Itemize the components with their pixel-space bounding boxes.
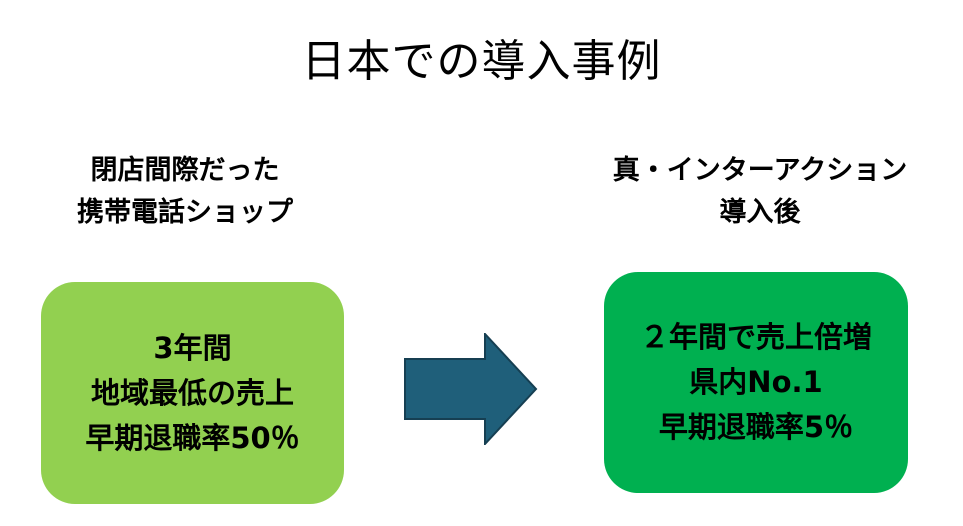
before-box: 3年間 地域最低の売上 早期退職率50％: [41, 282, 344, 504]
after-heading-line-1: 真・インターアクション: [612, 155, 908, 186]
after-box-line-2: 県内No.1: [689, 365, 823, 399]
after-box-line-3: 早期退職率5％: [658, 410, 854, 444]
before-box-line-2: 地域最低の売上: [90, 375, 294, 410]
after-heading: 真・インターアクション 導入後: [570, 150, 950, 234]
before-heading-line-2: 携帯電話ショップ: [77, 197, 293, 228]
arrow-shape: [404, 333, 538, 445]
before-heading-line-1: 閉店間際だった: [90, 155, 280, 186]
right-arrow-icon: [404, 333, 538, 445]
after-heading-line-2: 導入後: [719, 197, 801, 228]
before-box-line-1: 3年間: [153, 330, 232, 365]
page-title: 日本での導入事例: [301, 36, 662, 87]
before-heading: 閉店間際だった 携帯電話ショップ: [20, 150, 350, 234]
after-box: ２年間で売上倍増 県内No.1 早期退職率5％: [604, 272, 908, 493]
before-box-line-3: 早期退職率50％: [85, 420, 300, 455]
after-box-line-1: ２年間で売上倍増: [639, 320, 872, 354]
